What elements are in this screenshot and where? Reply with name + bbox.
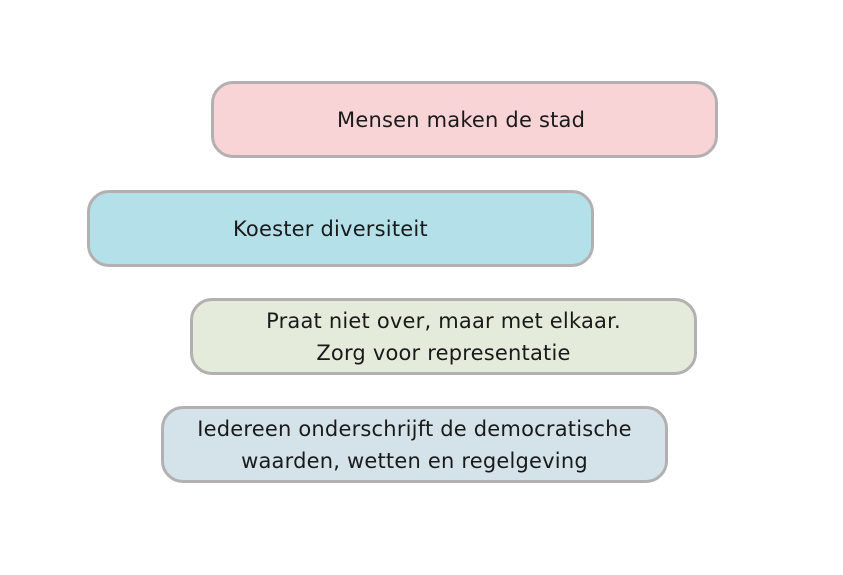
box-text-line: Iedereen onderschrijft de democratische	[197, 416, 632, 441]
box-text-line: Zorg voor representatie	[316, 340, 571, 365]
box-text-line: Praat niet over, maar met elkaar.	[266, 308, 621, 333]
box-text-line: Mensen maken de stad	[337, 107, 586, 132]
principle-box-mensen-maken-de-stad: Mensen maken de stad	[211, 81, 718, 158]
principle-box-democratische-waarden: Iedereen onderschrijft de democratische …	[161, 406, 668, 483]
principle-box-representatie: Praat niet over, maar met elkaar. Zorg v…	[190, 298, 697, 375]
principle-box-koester-diversiteit: Koester diversiteit	[87, 190, 594, 267]
box-text-line: Koester diversiteit	[233, 216, 428, 241]
box-text-line: waarden, wetten en regelgeving	[241, 448, 588, 473]
